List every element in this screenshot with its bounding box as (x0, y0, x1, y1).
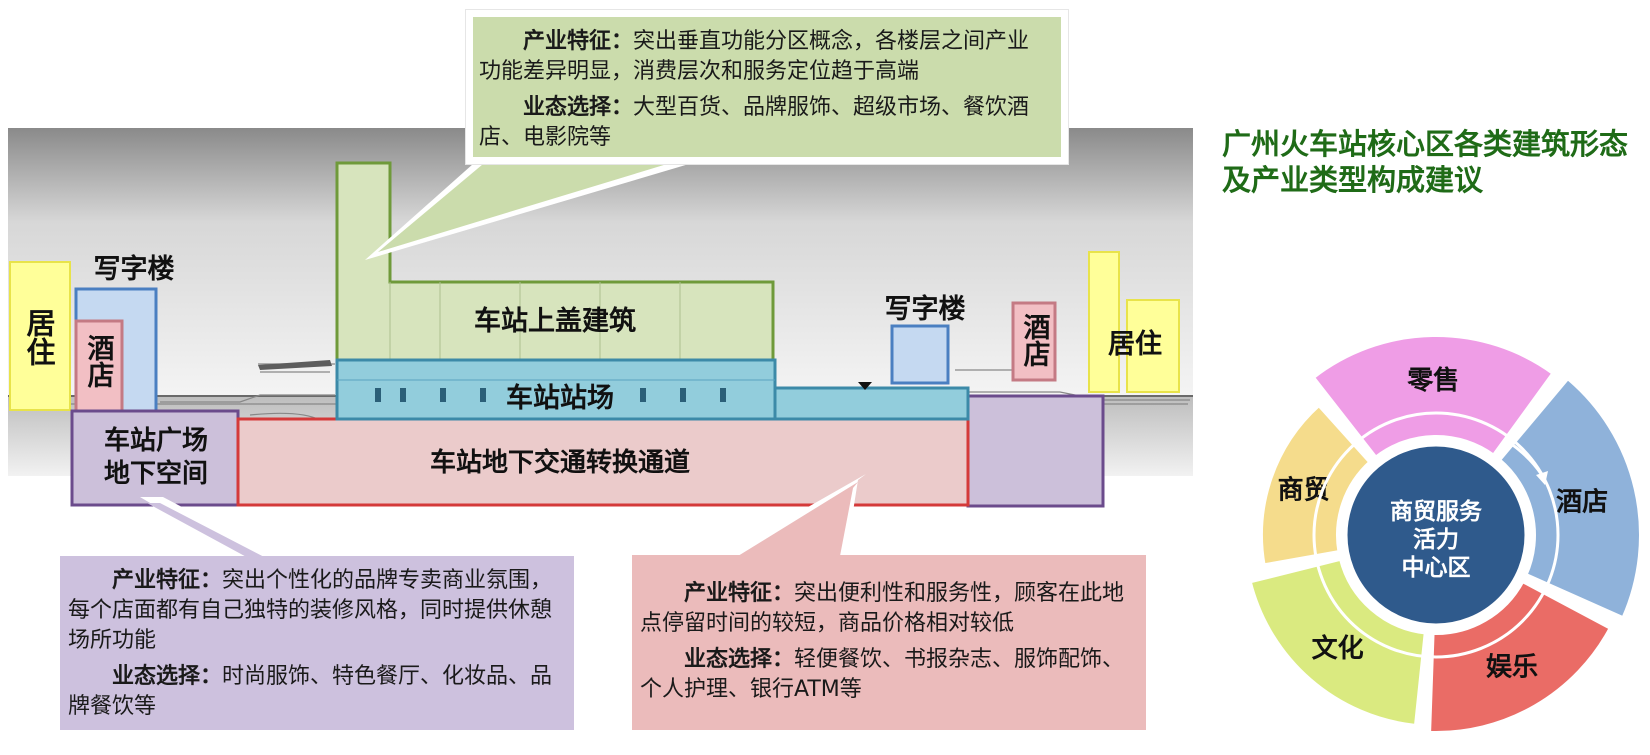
wheel-center-line-3: 中心区 (1402, 555, 1471, 581)
label-hotel-right-text: 酒店 (1018, 313, 1050, 367)
wheel-segment-2 (1496, 375, 1643, 622)
bottom-right-callout-tail-fill (738, 482, 858, 556)
callout-bottom-left-feature: 产业特征：突出个性化的品牌专卖商业氛围，每个店面都有自己独特的装修风格，同时提供… (68, 566, 564, 656)
wheel-segment-label-2: 酒店 (1556, 487, 1608, 517)
station-yard-block (335, 358, 777, 421)
plaza-underground-block (70, 409, 240, 507)
wheel-center-line-1: 商贸服务 (1390, 498, 1483, 525)
callout-bottom-left-format: 业态选择：时尚服饰、特色餐厅、化妆品、品牌餐饮等 (68, 662, 564, 722)
wheel-inner-ring (1312, 411, 1560, 659)
callout-bottom-right-feature-text: 突出便利性和服务性，顾客在此地点停留时间的较短，商品价格相对较低 (640, 581, 1125, 636)
wheel-segment-label-4: 文化 (1312, 633, 1364, 664)
wheel-arrow (1509, 441, 1544, 476)
wheel-segment-label-3: 娱乐 (1486, 653, 1538, 683)
callout-bottom-left-format-label: 业态选择： (112, 664, 223, 689)
label-underground-channel: 车站地下交通转换通道 (429, 448, 690, 478)
callout-top-feature-label: 产业特征： (523, 29, 634, 54)
wheel-center-line-2: 活力 (1413, 527, 1459, 553)
callout-bottom-left-format-text: 时尚服饰、特色餐厅、化妆品、品牌餐饮等 (68, 664, 553, 719)
callout-top: 产业特征：突出垂直功能分区概念，各楼层之间产业功能差异明显，消费层次和服务定位趋… (466, 10, 1068, 164)
callout-bottom-right-format-text: 轻便餐饮、书报杂志、服饰配饰、个人护理、银行ATM等 (640, 647, 1125, 702)
callout-top-feature: 产业特征：突出垂直功能分区概念，各楼层之间产业功能差异明显，消费层次和服务定位趋… (479, 27, 1051, 87)
page-title: 广州火车站核心区各类建筑形态及产业类型构成建议 (1222, 127, 1629, 197)
residential-right-short (1126, 299, 1180, 393)
wheel-segment-5 (1259, 402, 1374, 568)
bottom-left-callout-tail-fill (147, 503, 270, 560)
label-hotel-right: 酒店 (1016, 313, 1052, 374)
wheel-center-circle (1344, 443, 1528, 627)
callout-bottom-left: 产业特征：突出个性化的品牌专卖商业氛围，每个店面都有自己独特的装修风格，同时提供… (60, 556, 574, 730)
right-underground-block (966, 394, 1105, 508)
callout-top-feature-text: 突出垂直功能分区概念，各楼层之间产业功能差异明显，消费层次和服务定位趋于高端 (479, 29, 1030, 84)
label-residential-right: 居住 (1108, 329, 1162, 360)
label-station-yard: 车站站场 (506, 383, 614, 414)
residential-right-tall (1088, 251, 1120, 393)
wheel-segment-3 (1427, 578, 1614, 735)
callout-bottom-right-format: 业态选择：轻便餐饮、书报杂志、服饰配饰、个人护理、银行ATM等 (640, 645, 1134, 705)
top-callout-tail-fill (378, 154, 700, 252)
wheel-arrowhead (1536, 471, 1548, 485)
station-yard-extension (773, 386, 970, 421)
label-plaza-underground: 车站广场 地下空间 (103, 426, 208, 489)
label-tower: 车站上盖建筑 (474, 306, 636, 337)
callout-bottom-right-format-label: 业态选择： (684, 647, 795, 672)
label-office-right: 写字楼 (884, 294, 966, 325)
label-hotel-left-text: 酒店 (82, 334, 114, 388)
train-marks (375, 388, 726, 402)
callout-bottom-right-feature: 产业特征：突出便利性和服务性，顾客在此地点停留时间的较短，商品价格相对较低 (640, 579, 1134, 639)
label-residential-left: 居住 (18, 308, 60, 373)
label-residential-left-text: 居住 (22, 308, 56, 366)
wheel-segment-label-1: 零售 (1407, 365, 1459, 396)
office-right-block (890, 324, 950, 385)
wheel-segment-label-5: 商贸 (1278, 474, 1330, 505)
tower-grid (389, 282, 681, 360)
callout-top-format: 业态选择：大型百货、品牌服饰、超级市场、餐饮酒店、电影院等 (479, 93, 1051, 153)
hotel-right-block (1011, 301, 1057, 382)
residential-left-block (9, 261, 71, 411)
wheel-segment-4 (1247, 556, 1428, 729)
canopy (258, 360, 332, 370)
callout-top-format-label: 业态选择： (523, 95, 634, 120)
callout-bottom-right: 产业特征：突出便利性和服务性，顾客在此地点停留时间的较短，商品价格相对较低 业态… (632, 555, 1146, 730)
callout-bottom-right-feature-label: 产业特征： (684, 581, 795, 606)
label-office-left: 写字楼 (93, 254, 175, 285)
callout-top-format-text: 大型百货、品牌服饰、超级市场、餐饮酒店、电影院等 (479, 95, 1030, 150)
callout-bottom-left-feature-label: 产业特征： (112, 568, 223, 593)
top-callout-tail (365, 156, 716, 260)
hotel-left-block (74, 319, 124, 413)
label-hotel-left: 酒店 (80, 334, 116, 395)
callout-bottom-left-feature-text: 突出个性化的品牌专卖商业氛围，每个店面都有自己独特的装修风格，同时提供休憩场所功… (68, 568, 553, 653)
